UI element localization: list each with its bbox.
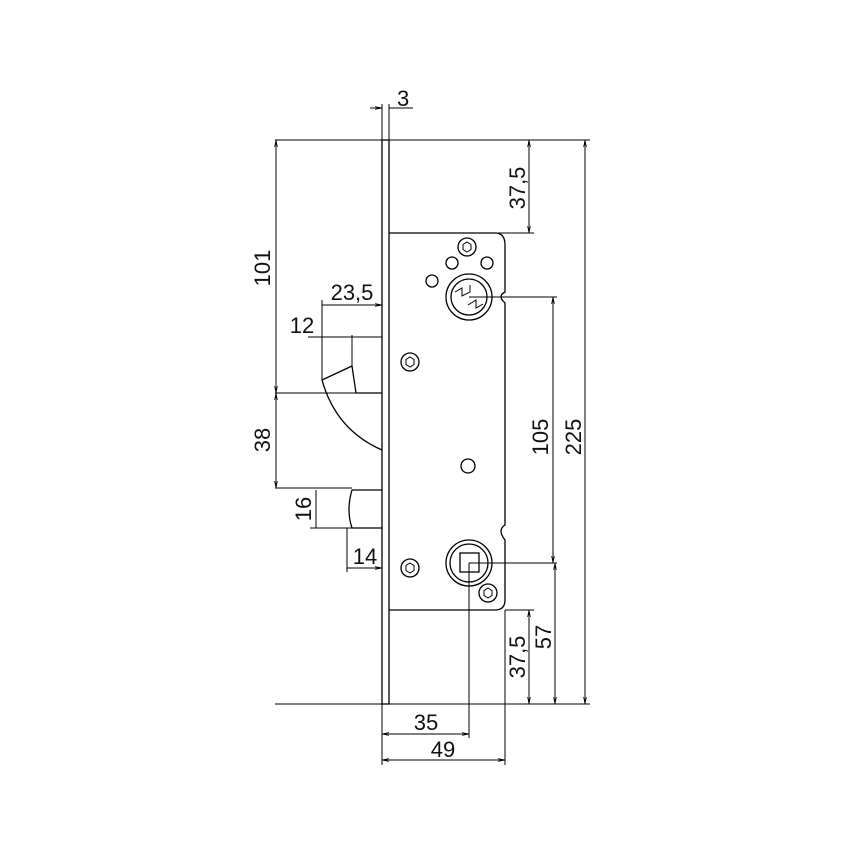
dim-faceplate-thickness: 3 bbox=[397, 86, 409, 111]
dim-bolt-height: 16 bbox=[291, 497, 316, 521]
dim-latch-tip: 12 bbox=[290, 313, 314, 338]
dim-latch-projection: 23,5 bbox=[331, 280, 374, 305]
hex-screw-icon bbox=[400, 558, 420, 578]
faceplate bbox=[381, 139, 390, 705]
hex-screw-icon bbox=[478, 583, 498, 603]
latch-bolt bbox=[321, 365, 383, 451]
dead-bolt bbox=[348, 489, 382, 529]
dim-top-to-body: 37,5 bbox=[505, 167, 530, 210]
lock-body bbox=[389, 232, 506, 611]
hole bbox=[480, 256, 494, 270]
dim-total-height: 225 bbox=[561, 419, 586, 456]
dim-top-to-latch: 101 bbox=[250, 250, 275, 287]
hex-screw-icon bbox=[457, 237, 477, 257]
extension-lines bbox=[275, 104, 590, 765]
dim-backset: 35 bbox=[414, 710, 438, 735]
hole bbox=[460, 458, 476, 474]
dim-latch-to-bolt: 38 bbox=[250, 428, 275, 452]
hole bbox=[445, 256, 459, 270]
dimension-lines bbox=[276, 108, 585, 760]
hole bbox=[425, 274, 439, 288]
dim-bottom-to-follower: 57 bbox=[531, 625, 556, 649]
hex-screw-icon bbox=[400, 352, 420, 372]
dim-bottom-to-body: 37,5 bbox=[505, 636, 530, 679]
dim-body-depth: 49 bbox=[431, 737, 455, 762]
dim-bolt-projection: 14 bbox=[353, 544, 377, 569]
dim-center-distance: 105 bbox=[528, 419, 553, 456]
